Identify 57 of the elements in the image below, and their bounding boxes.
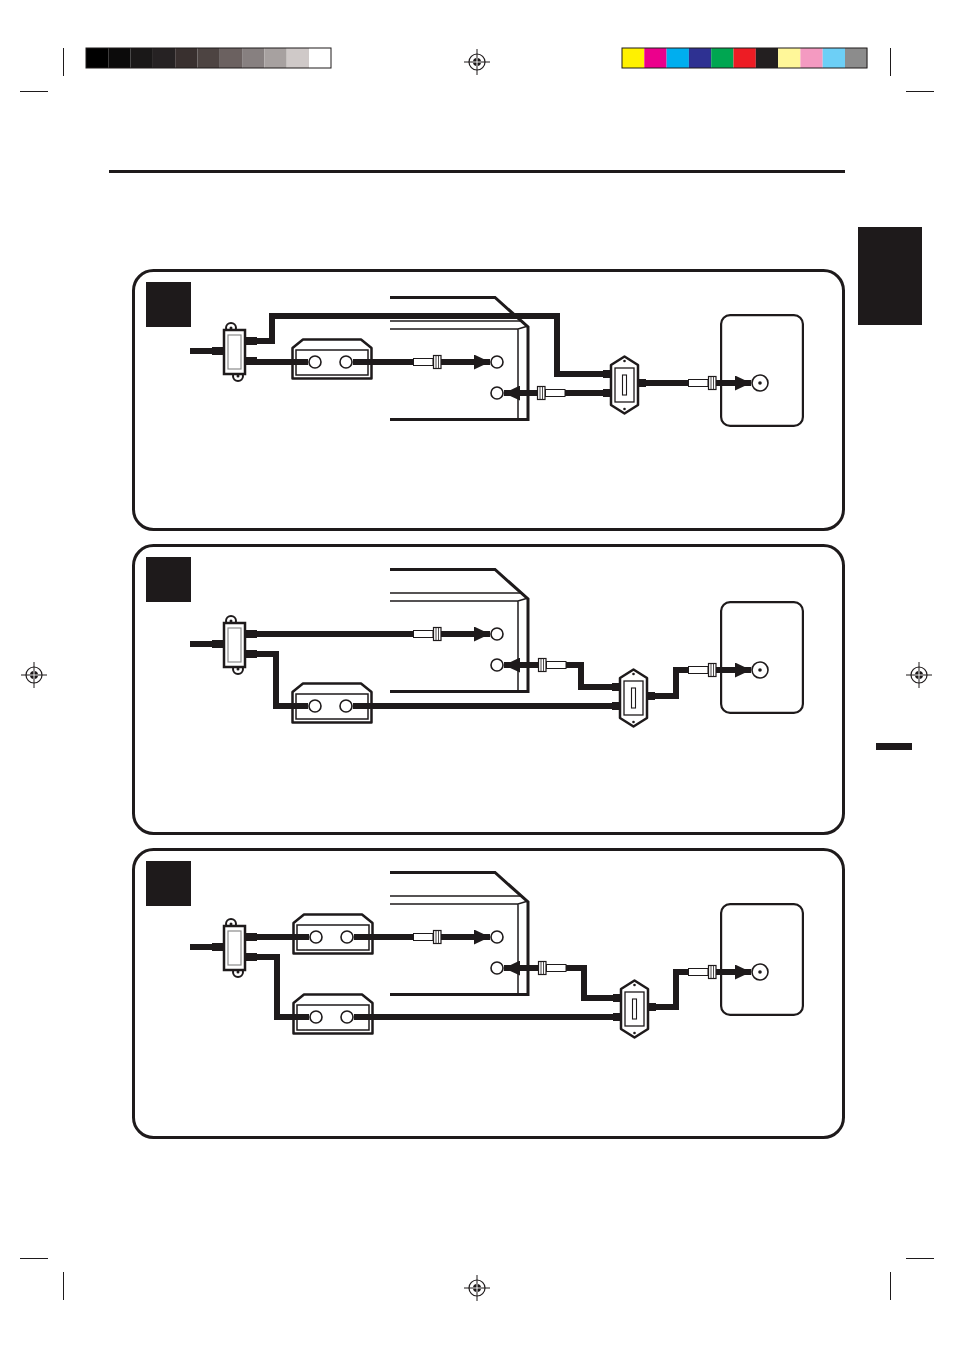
coaxial-cable: [257, 313, 603, 377]
coaxial-cable: [257, 954, 309, 1020]
connector-jack: [490, 930, 504, 944]
coaxial-cable: [257, 359, 308, 365]
antenna-jack: [751, 374, 769, 392]
ab-switch: [613, 979, 656, 1039]
connector-jack: [339, 699, 353, 713]
section-tab: [858, 227, 922, 325]
coaxial-cable: [257, 934, 309, 940]
connector-jack: [490, 355, 504, 369]
connector-jack: [490, 658, 504, 672]
connector-jack: [340, 930, 354, 944]
connector-jack: [490, 627, 504, 641]
cable-box: [292, 913, 374, 955]
tv-set: [720, 314, 804, 427]
coaxial-cable: [353, 354, 490, 370]
connector-jack: [490, 386, 504, 400]
cable-box: [291, 338, 373, 380]
coaxial-cable: [656, 964, 751, 1010]
coaxial-cable: [504, 960, 613, 1001]
coaxial-cable: [257, 651, 308, 709]
connector-jack: [340, 1010, 354, 1024]
tv-set: [720, 903, 804, 1016]
index-bar: [876, 743, 912, 750]
ab-switch: [612, 668, 655, 728]
tv-set: [720, 601, 804, 714]
connector-jack: [309, 1010, 323, 1024]
antenna-jack: [751, 661, 769, 679]
signal-splitter: [212, 322, 257, 382]
connector-jack: [308, 355, 322, 369]
coaxial-cable: [353, 703, 612, 709]
vcr: [388, 871, 531, 996]
step-panel: [132, 269, 845, 531]
connector-jack: [339, 355, 353, 369]
coaxial-cable: [354, 1014, 613, 1020]
cable-box: [292, 993, 374, 1035]
signal-splitter: [212, 918, 257, 978]
ab-switch: [603, 355, 646, 415]
step-panel: [132, 544, 845, 835]
coaxial-cable: [646, 375, 751, 391]
coaxial-cable: [354, 929, 490, 945]
coaxial-cable: [504, 385, 603, 401]
signal-splitter: [212, 615, 257, 675]
connector-jack: [490, 961, 504, 975]
coaxial-cable: [190, 348, 212, 354]
vcr: [388, 296, 531, 421]
coaxial-cable: [504, 657, 612, 690]
step-panel: [132, 848, 845, 1139]
vcr: [388, 568, 531, 693]
coaxial-cable: [190, 641, 212, 647]
coaxial-cable: [655, 662, 751, 699]
connector-jack: [309, 930, 323, 944]
coaxial-cable: [190, 944, 212, 950]
cable-box: [291, 682, 373, 724]
antenna-jack: [751, 963, 769, 981]
connector-jack: [308, 699, 322, 713]
coaxial-cable: [257, 626, 490, 642]
